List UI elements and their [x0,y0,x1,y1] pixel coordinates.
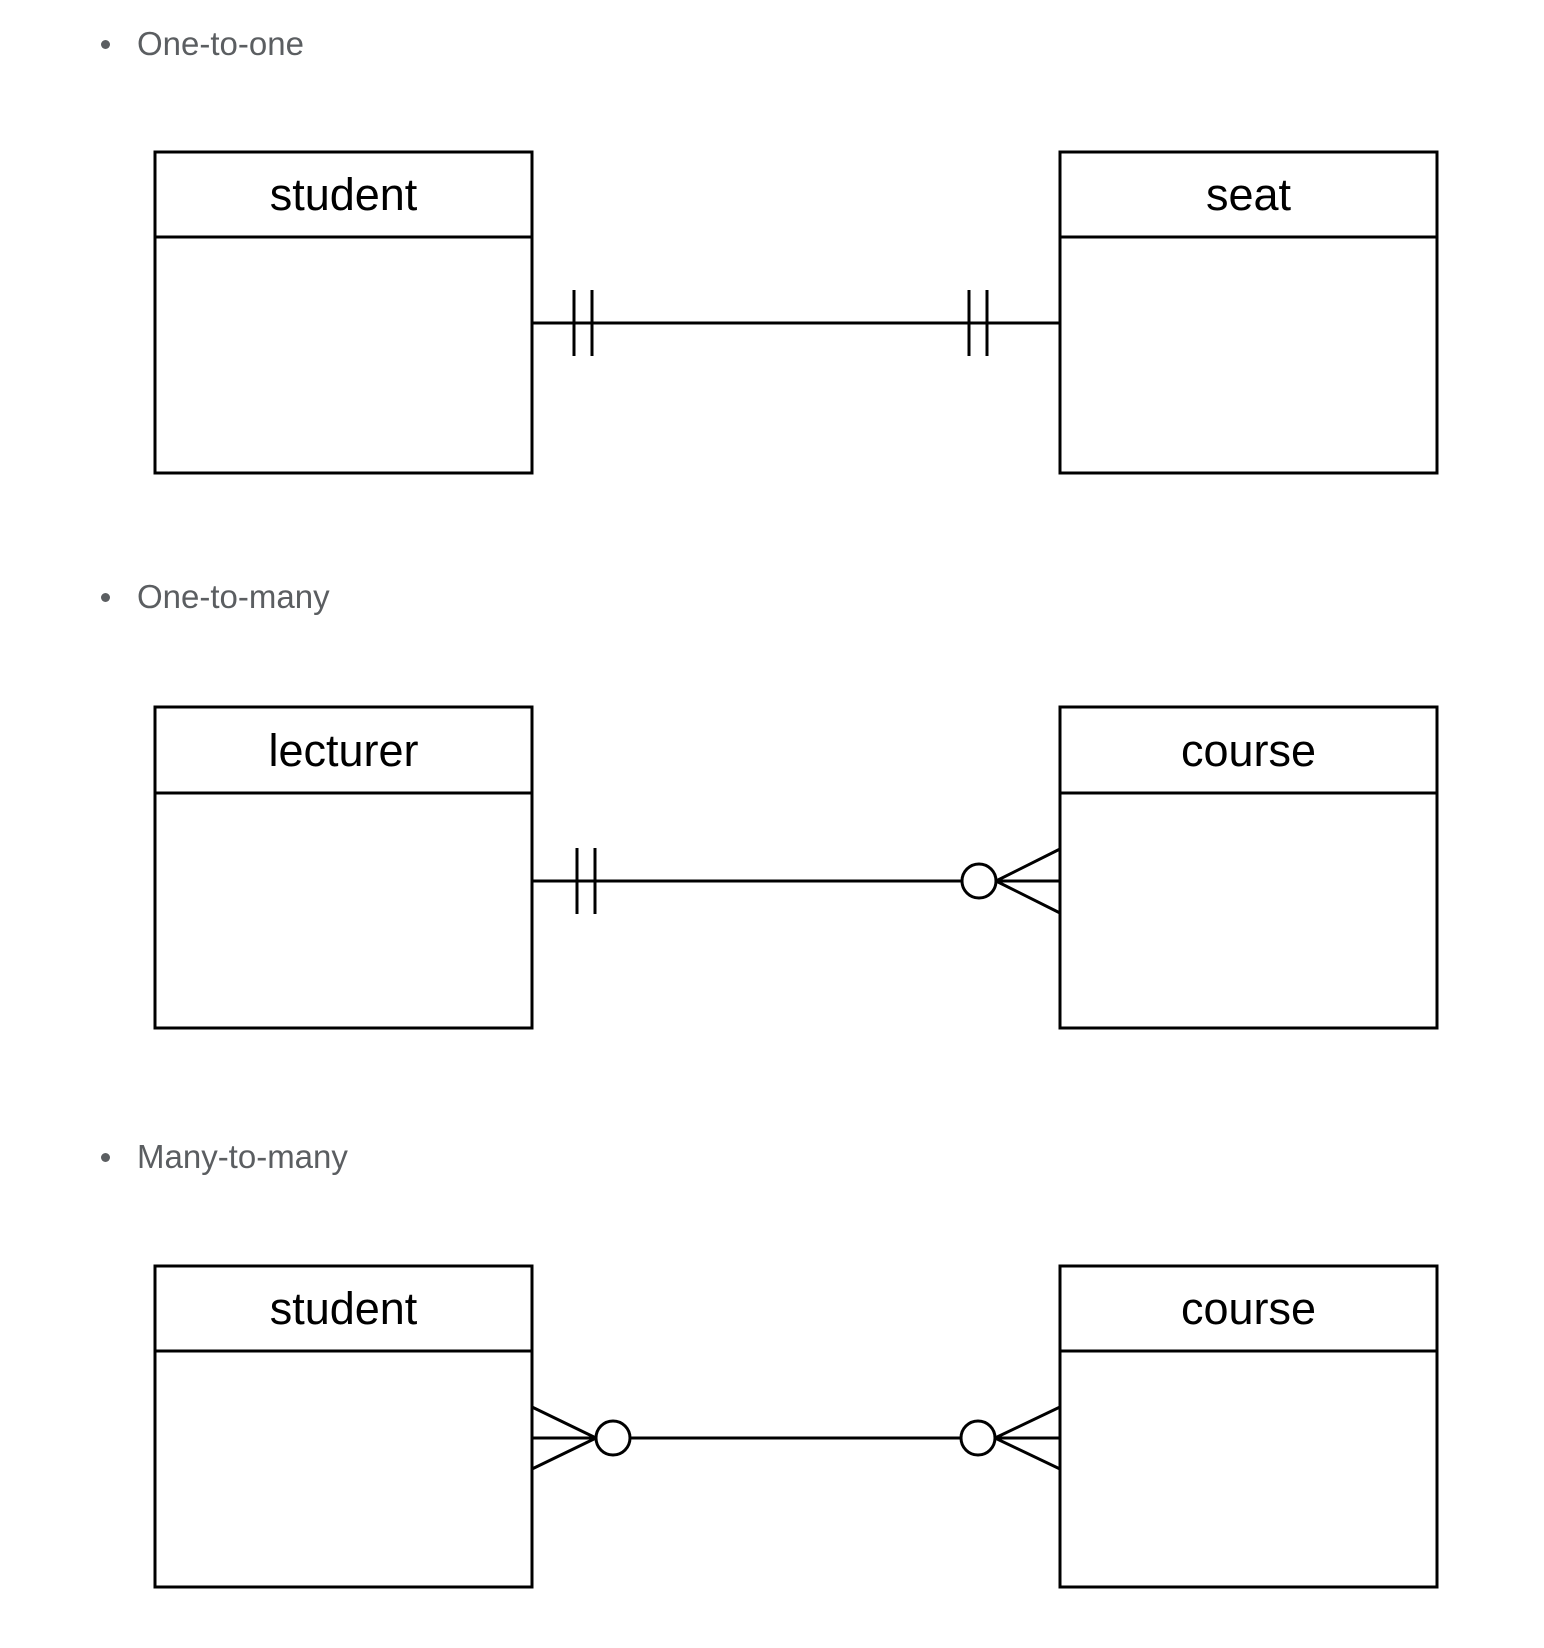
entity-course: course [1058,1264,1439,1589]
diagram-one-to-many: lecturer course [153,705,1439,1030]
entity-box [153,150,534,475]
bullet-item-one-to-one: One-to-one [101,24,304,64]
zero-circle [960,862,998,900]
crow-foot-prong [994,1405,1061,1440]
entity-name: course [1181,725,1316,776]
crow-foot-prong [531,1436,597,1471]
entity-box [1058,150,1439,475]
entity-name: seat [1206,169,1292,220]
entity-box [153,705,534,1030]
many-marker [960,847,1061,915]
crow-foot-prong [531,1405,597,1440]
bullet-label-many-to-many: Many-to-many [137,1138,348,1175]
connector-many-to-many [531,1405,1061,1471]
entity-student: student [153,1264,534,1589]
entity-seat: seat [1058,150,1439,475]
entity-name: lecturer [268,725,418,776]
entity-box [153,1264,534,1589]
entity-course: course [1058,705,1439,1030]
entity-box [1058,1264,1439,1589]
many-marker [531,1405,632,1471]
zero-circle [594,1419,632,1457]
bullet-dot [101,39,110,49]
entity-name: student [270,169,418,220]
bullet-dot [101,1152,110,1162]
entity-name: student [270,1283,418,1334]
many-marker [959,1405,1061,1471]
entity-student: student [153,150,534,475]
crow-foot-prong [995,847,1061,883]
crow-foot-prong [995,879,1061,915]
entity-box [1058,705,1439,1030]
bullet-item-one-to-many: One-to-many [101,577,330,617]
connector-one-to-many [532,847,1061,915]
entity-name: course [1181,1283,1316,1334]
diagram-many-to-many: student course [153,1264,1439,1589]
diagram-one-to-one: student seat [153,150,1439,475]
zero-circle [959,1419,997,1457]
connector-one-to-one [532,290,1060,356]
entity-lecturer: lecturer [153,705,534,1030]
bullet-dot [101,592,110,602]
bullet-label-one-to-many: One-to-many [137,578,330,615]
bullet-label-one-to-one: One-to-one [137,25,304,62]
bullet-item-many-to-many: Many-to-many [101,1137,348,1177]
crow-foot-prong [994,1436,1061,1471]
